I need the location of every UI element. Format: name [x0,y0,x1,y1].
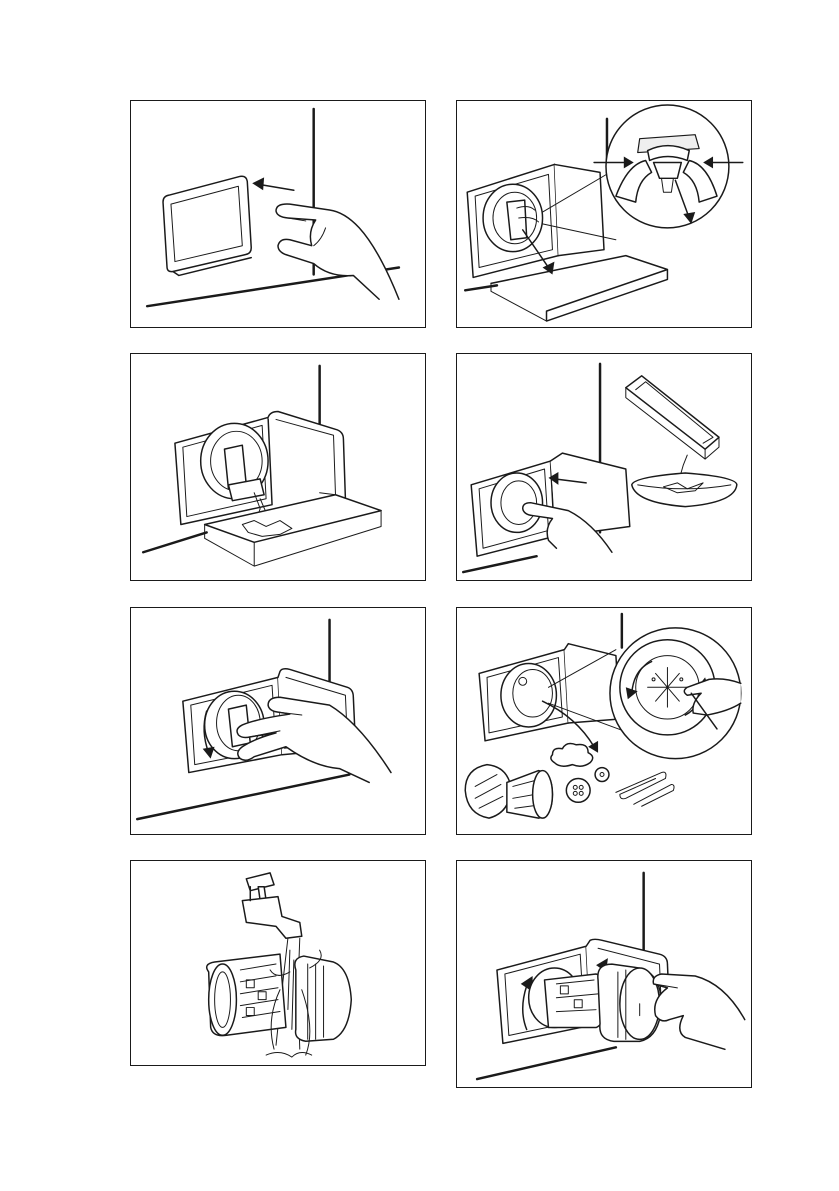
remove-fluff-and-objects-icon [457,608,751,834]
pull-emergency-drain-hose-icon [457,101,751,327]
unscrew-drain-filter-icon [131,608,425,834]
figure-step-7-rinse-filter [130,860,426,1066]
figure-step-4-empty-tray [456,353,752,581]
empty-tray-and-push-hose-back-icon [457,354,751,580]
open-service-flap-icon [131,101,425,327]
figure-step-8-refit-filter [456,860,752,1088]
figure-step-6-remove-objects [456,607,752,835]
drain-water-into-tray-icon [131,354,425,580]
figure-step-2-drain-hose [456,100,752,328]
figure-step-3-drain-water [130,353,426,581]
screw-filter-back-icon [457,861,751,1087]
rinse-filter-under-tap-icon [131,861,425,1065]
figure-step-1-open-flap [130,100,426,328]
figure-step-5-unscrew-filter [130,607,426,835]
